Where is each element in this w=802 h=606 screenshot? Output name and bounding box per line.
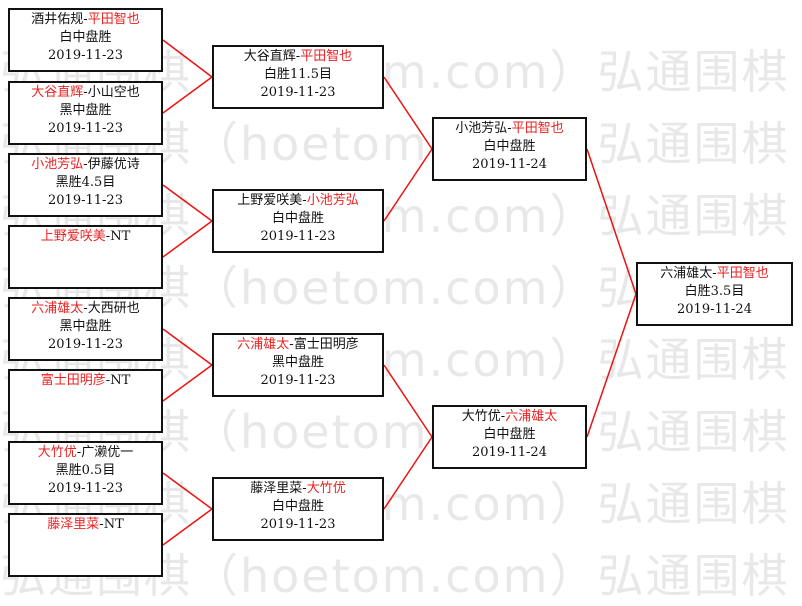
match-result: 白胜11.5目 [264,67,332,82]
match-result: 黑中盘胜 [59,319,112,334]
player-2-winner: 平田智也 [300,49,353,64]
bracket-lines [162,39,637,546]
player-1-winner: 小池芳弘 [31,157,84,172]
match-date: 2019-11-23 [48,121,123,136]
match-players: 大竹优-六浦雄太 [461,409,558,424]
player-2-winner: 小池芳弘 [306,193,359,208]
match-players: 大谷直辉-平田智也 [243,49,353,64]
bracket-line [162,328,213,366]
bracket-line [383,364,433,438]
match-players: 大竹优-广濑优一 [37,445,134,460]
bracket-line [586,293,637,438]
player-1: 藤泽里菜 [250,481,303,496]
player-2-winner: 六浦雄太 [505,409,558,424]
match-box-r1-6: 富士田明彦-NT [8,369,163,433]
match-result: 黑胜4.5目 [55,175,116,190]
match-box-r1-7: 大竹优-广濑优一 黑胜0.5目 2019-11-23 [8,441,163,505]
match-players: 藤泽里菜-NT [10,516,161,534]
match-date: 2019-11-24 [472,445,547,460]
player-1: 上野爱咲美 [237,193,303,208]
match-date: 2019-11-23 [48,48,123,63]
player-1-winner: 大谷直辉 [31,85,84,100]
match-result: 白中盘胜 [59,30,112,45]
match-players: 六浦雄太-平田智也 [660,266,769,281]
player-1-winner: 富士田明彦 [40,373,106,388]
match-date: 2019-11-23 [48,337,123,352]
match-players: 六浦雄太-大西研也 [31,301,140,316]
match-result: 黑中盘胜 [271,355,324,370]
match-box-r2-4: 藤泽里菜-大竹优 白中盘胜 2019-11-23 [212,477,384,541]
match-result: 白中盘胜 [483,427,536,442]
player-1-winner: 六浦雄太 [237,337,290,352]
match-date: 2019-11-23 [48,193,123,208]
match-date: 2019-11-23 [260,229,336,244]
player-1: 六浦雄太 [660,266,713,281]
match-players: 小池芳弘-伊藤优诗 [31,157,140,172]
bracket-line [586,148,637,295]
match-box-r1-2: 大谷直辉-小山空也 黑中盘胜 2019-11-23 [8,81,163,145]
match-result: 白中盘胜 [483,139,536,154]
bracket-line [162,472,213,510]
match-date: 2019-11-24 [677,302,752,317]
player-2: 小山空也 [87,85,140,100]
match-players: 酒井佑规-平田智也 [31,12,140,27]
match-box-r1-8: 藤泽里菜-NT [8,513,163,577]
no-opponent: -NT [105,373,131,388]
bracket-line [162,220,213,258]
bracket-line [162,508,213,546]
player-1: 大谷直辉 [243,49,296,64]
match-box-final: 六浦雄太-平田智也 白胜3.5目 2019-11-24 [636,262,793,326]
bracket-line [162,364,213,402]
player-1: 大竹优 [461,409,501,424]
player-2-winner: 大竹优 [306,481,346,496]
player-2: 伊藤优诗 [87,157,140,172]
bracket-line [162,76,213,114]
match-date: 2019-11-23 [260,373,336,388]
match-players: 大谷直辉-小山空也 [31,85,140,100]
player-2: 富士田明彦 [293,337,359,352]
match-result: 黑胜0.5目 [55,463,116,478]
match-players: 上野爱咲美-小池芳弘 [237,193,359,208]
match-date: 2019-11-24 [472,157,547,172]
match-result: 黑中盘胜 [59,103,112,118]
player-2: 大西研也 [87,301,140,316]
match-box-r2-1: 大谷直辉-平田智也 白胜11.5目 2019-11-23 [212,45,384,109]
match-result: 白中盘胜 [271,211,324,226]
match-box-r1-4: 上野爱咲美-NT [8,225,163,289]
bracket-line [383,148,433,222]
match-players: 六浦雄太-富士田明彦 [237,337,359,352]
match-players: 藤泽里菜-大竹优 [250,481,346,496]
match-players: 上野爱咲美-NT [10,228,161,246]
player-2-winner: 平田智也 [87,12,140,27]
match-date: 2019-11-23 [260,517,336,532]
bracket-line [383,436,433,510]
player-1: 酒井佑规 [31,12,84,27]
match-date: 2019-11-23 [260,85,336,100]
player-2: 广濑优一 [81,445,134,460]
bracket-line [162,39,213,78]
match-box-semi-1: 小池芳弘-平田智也 白中盘胜 2019-11-24 [432,117,587,181]
no-opponent: -NT [99,517,124,532]
player-1: 小池芳弘 [455,121,508,136]
match-result: 白中盘胜 [271,499,324,514]
player-1-winner: 上野爱咲美 [40,229,106,244]
no-opponent: -NT [105,229,131,244]
match-players: 小池芳弘-平田智也 [455,121,564,136]
match-box-r1-5: 六浦雄太-大西研也 黑中盘胜 2019-11-23 [8,297,163,361]
match-box-r2-2: 上野爱咲美-小池芳弘 白中盘胜 2019-11-23 [212,189,384,253]
match-box-r1-3: 小池芳弘-伊藤优诗 黑胜4.5目 2019-11-23 [8,153,163,217]
match-players: 富士田明彦-NT [10,372,161,390]
match-box-semi-2: 大竹优-六浦雄太 白中盘胜 2019-11-24 [432,405,587,469]
player-1-winner: 藤泽里菜 [47,517,100,532]
player-1-winner: 六浦雄太 [31,301,84,316]
player-2-winner: 平田智也 [716,266,769,281]
bracket-line [162,184,213,222]
match-date: 2019-11-23 [48,481,123,496]
match-box-r2-3: 六浦雄太-富士田明彦 黑中盘胜 2019-11-23 [212,333,384,397]
match-result: 白胜3.5目 [684,284,745,299]
match-box-r1-1: 酒井佑规-平田智也 白中盘胜 2019-11-23 [8,8,163,72]
player-2-winner: 平田智也 [511,121,564,136]
player-1-winner: 大竹优 [37,445,77,460]
bracket-line [383,76,433,150]
